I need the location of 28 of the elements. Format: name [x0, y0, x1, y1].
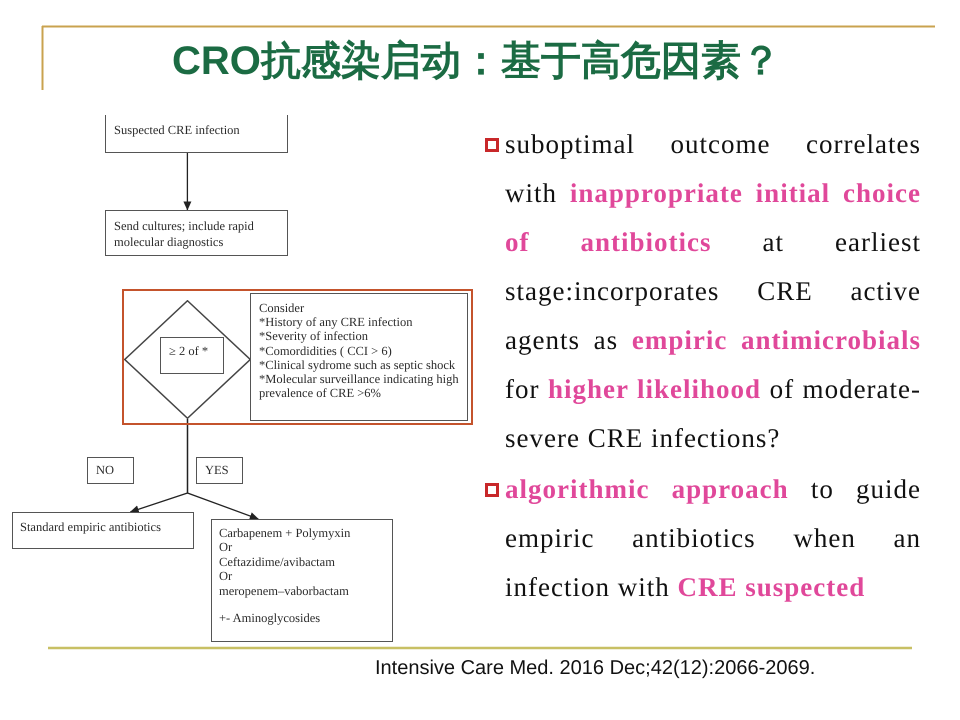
branch-label: YES — [196, 457, 243, 484]
process-box: Send cultures; include rapid molecular diagnostics — [105, 210, 288, 256]
arrow — [186, 419, 259, 520]
process-box: Suspected CRE infection — [105, 115, 288, 153]
slide-title: CRO抗感染启动：基于高危因素？ — [172, 38, 781, 85]
list-item: *Comordidities ( CCI > 6) — [259, 344, 393, 358]
arrow — [183, 153, 192, 210]
branch-label: NO — [87, 457, 134, 484]
list-item: *Clinical sydrome such as septic shock — [259, 358, 456, 372]
list-item: *Severity of infection — [259, 329, 369, 344]
text-line: Carbapenem + Polymyxin — [219, 526, 352, 540]
highlight-frame — [122, 289, 473, 425]
text-line: +- Aminoglycosides — [219, 611, 322, 626]
list-item: *Molecular surveillance indicating high prevalence of CRE >6% — [259, 372, 460, 400]
list-item: *History of any CRE infection — [259, 315, 414, 330]
process-box: Standard empiric antibiotics — [12, 512, 194, 549]
text-line: Or — [219, 569, 234, 584]
text-line: meropenem–vaborbactam — [219, 584, 350, 598]
criteria-box — [250, 293, 468, 421]
text-line: Or — [219, 540, 234, 555]
bullet-text: algorithmic approach to guide empiric antibiotics when an infection with CRE suspected — [505, 473, 921, 604]
condition-box: ≥ 2 of * — [160, 337, 224, 374]
decision-diamond — [124, 300, 251, 419]
text-line: Ceftazidime/avibactam — [219, 554, 336, 570]
citation-text: Intensive Care Med. 2016 Dec;42(12):2066-2069. — [375, 656, 816, 680]
bullet-text: suboptimal outcome correlates with inappropriate initial choice of antibiotics at earliest stage:incorporates CRE active agents as empiric antimicrobials for higher likelihood of moderate-severe CRE infections? — [505, 128, 921, 455]
treatment-box — [211, 519, 393, 642]
box-heading: Consider — [259, 301, 306, 316]
